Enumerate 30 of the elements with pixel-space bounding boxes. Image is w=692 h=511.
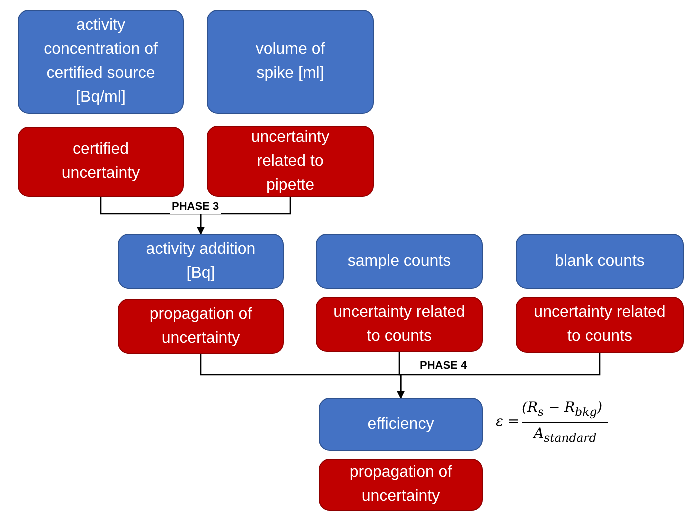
connector-arrow: [197, 197, 292, 235]
box-label: sample counts: [348, 252, 452, 272]
process-box: [516, 297, 684, 353]
box-label: uncertainty related to counts: [533, 303, 667, 347]
process-box: [118, 234, 284, 289]
process-box: [18, 10, 184, 114]
process-box: [118, 299, 284, 354]
box-label: efficiency: [368, 414, 434, 434]
process-box: [316, 234, 483, 289]
formula-numerator: (R$_{s}$ − R$_{bkg}$): [522, 400, 603, 420]
process-box: [207, 126, 374, 197]
process-box: [18, 127, 184, 197]
box-label: activity concentration of certified source [Bq/ml]: [43, 16, 159, 108]
box-label: volume of spike [ml]: [254, 40, 326, 84]
box-label: activity addition [Bq]: [145, 240, 257, 284]
connector-arrow: [397, 353, 601, 399]
process-box: [207, 10, 374, 114]
box-label: uncertainty related to pipette: [250, 128, 331, 196]
process-box: [516, 234, 684, 289]
formula-denominator: A$_{standard}$: [534, 426, 597, 446]
edge-label: PHASE 3: [170, 201, 222, 214]
box-label: propagation of uncertainty: [148, 304, 254, 348]
box-label: certified uncertainty: [60, 140, 142, 184]
process-box: [319, 459, 483, 511]
box-label: uncertainty related to counts: [332, 302, 466, 346]
box-label: blank counts: [555, 252, 645, 272]
box-label: propagation of uncertainty: [348, 463, 454, 507]
process-box: [316, 297, 483, 352]
formula-text: ε =: [496, 414, 520, 430]
process-box: [319, 398, 483, 451]
